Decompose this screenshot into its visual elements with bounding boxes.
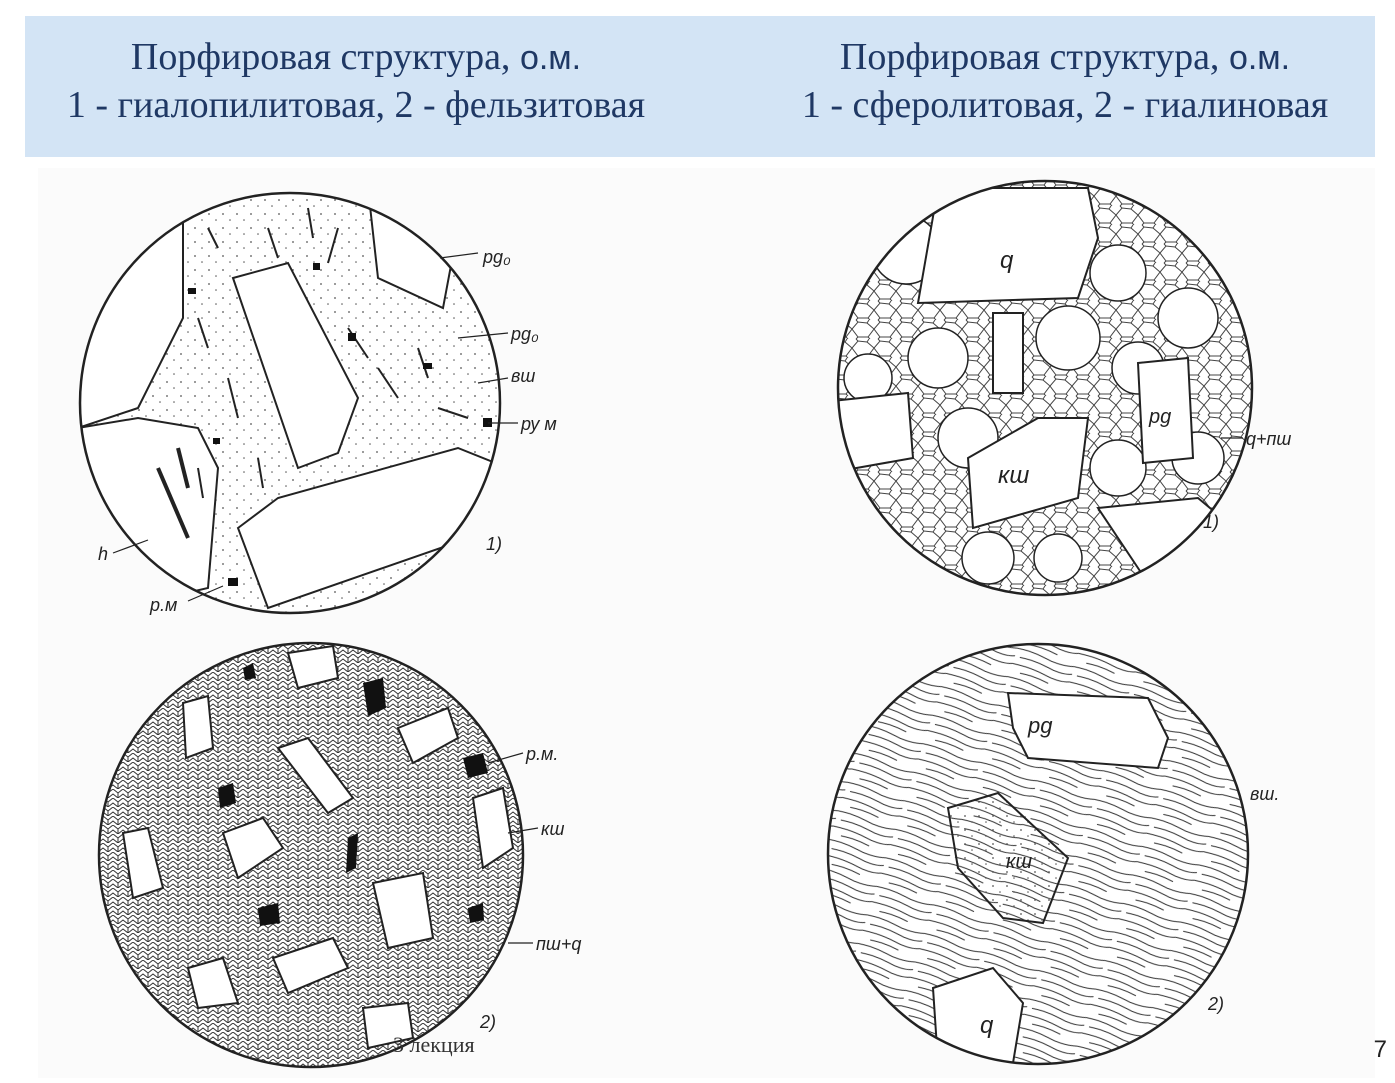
circle-top-right: q pg q+пш кш 1) — [836, 179, 1291, 597]
header-left-title: Порфировая структура, — [130, 36, 511, 78]
label-pg-top: pg — [1148, 406, 1171, 428]
label-fig-2-left: 2) — [479, 1012, 496, 1032]
circle-bottom-right: pg вш. кш q 2) — [826, 642, 1279, 1066]
label-q-bottom: q — [980, 1012, 994, 1039]
label-fig-1-left: 1) — [486, 534, 502, 554]
label-ksh-bottom-right: кш — [1006, 851, 1032, 873]
label-h: h — [98, 544, 108, 564]
label-fig-1-right: 1) — [1203, 512, 1219, 532]
footer-lecture: 3 лекция — [393, 1032, 475, 1057]
label-r-m-bottom: р.м. — [525, 744, 558, 764]
label-q-psh: q+пш — [1246, 429, 1291, 449]
header-right-suffix: о.м. — [1228, 39, 1291, 77]
label-q-top: q — [1000, 247, 1014, 274]
header-right: Порфировая структура, о.м. 1 - сферолито… — [755, 34, 1375, 129]
label-ru-m: ру м — [520, 414, 557, 434]
label-psh-q: пш+q — [536, 934, 581, 954]
header-left-title-line: Порфировая структура, о.м. — [25, 34, 687, 82]
header-left: Порфировая структура, о.м. 1 - гиалопили… — [25, 34, 687, 129]
label-ksh-bottom-left: кш — [541, 819, 564, 839]
label-ksh-top: кш — [998, 462, 1029, 489]
circle-top-left: pg₀ pg₀ вш ру м h р.м 1) — [78, 191, 557, 615]
slide-header: Порфировая структура, о.м. 1 - гиалопили… — [25, 16, 1375, 157]
header-right-subtitle: 1 - сферолитовая, 2 - гиалиновая — [801, 84, 1329, 126]
header-left-subtitle: 1 - гиалопилитовая, 2 - фельзитовая — [66, 84, 646, 126]
label-vsh-bottom: вш. — [1250, 784, 1279, 804]
label-pg0-a: pg₀ — [482, 247, 511, 267]
header-right-title: Порфировая структура, — [839, 36, 1220, 78]
thin-section-drawings: pg₀ pg₀ вш ру м h р.м 1) q pg — [78, 179, 1291, 1069]
label-fig-2-right: 2) — [1207, 994, 1224, 1014]
page-number: 7 — [1373, 1036, 1387, 1063]
label-pg-bottom: pg — [1027, 713, 1053, 738]
label-r-m: р.м — [149, 595, 177, 615]
thin-section-figure: pg₀ pg₀ вш ру м h р.м 1) q pg — [38, 168, 1375, 1078]
label-pg0-b: pg₀ — [510, 324, 539, 344]
circle-bottom-left: р.м. кш пш+q 2) — [97, 641, 581, 1069]
header-right-title-line: Порфировая структура, о.м. — [755, 34, 1375, 82]
label-vsh: вш — [511, 366, 535, 386]
header-left-suffix: о.м. — [519, 39, 582, 77]
